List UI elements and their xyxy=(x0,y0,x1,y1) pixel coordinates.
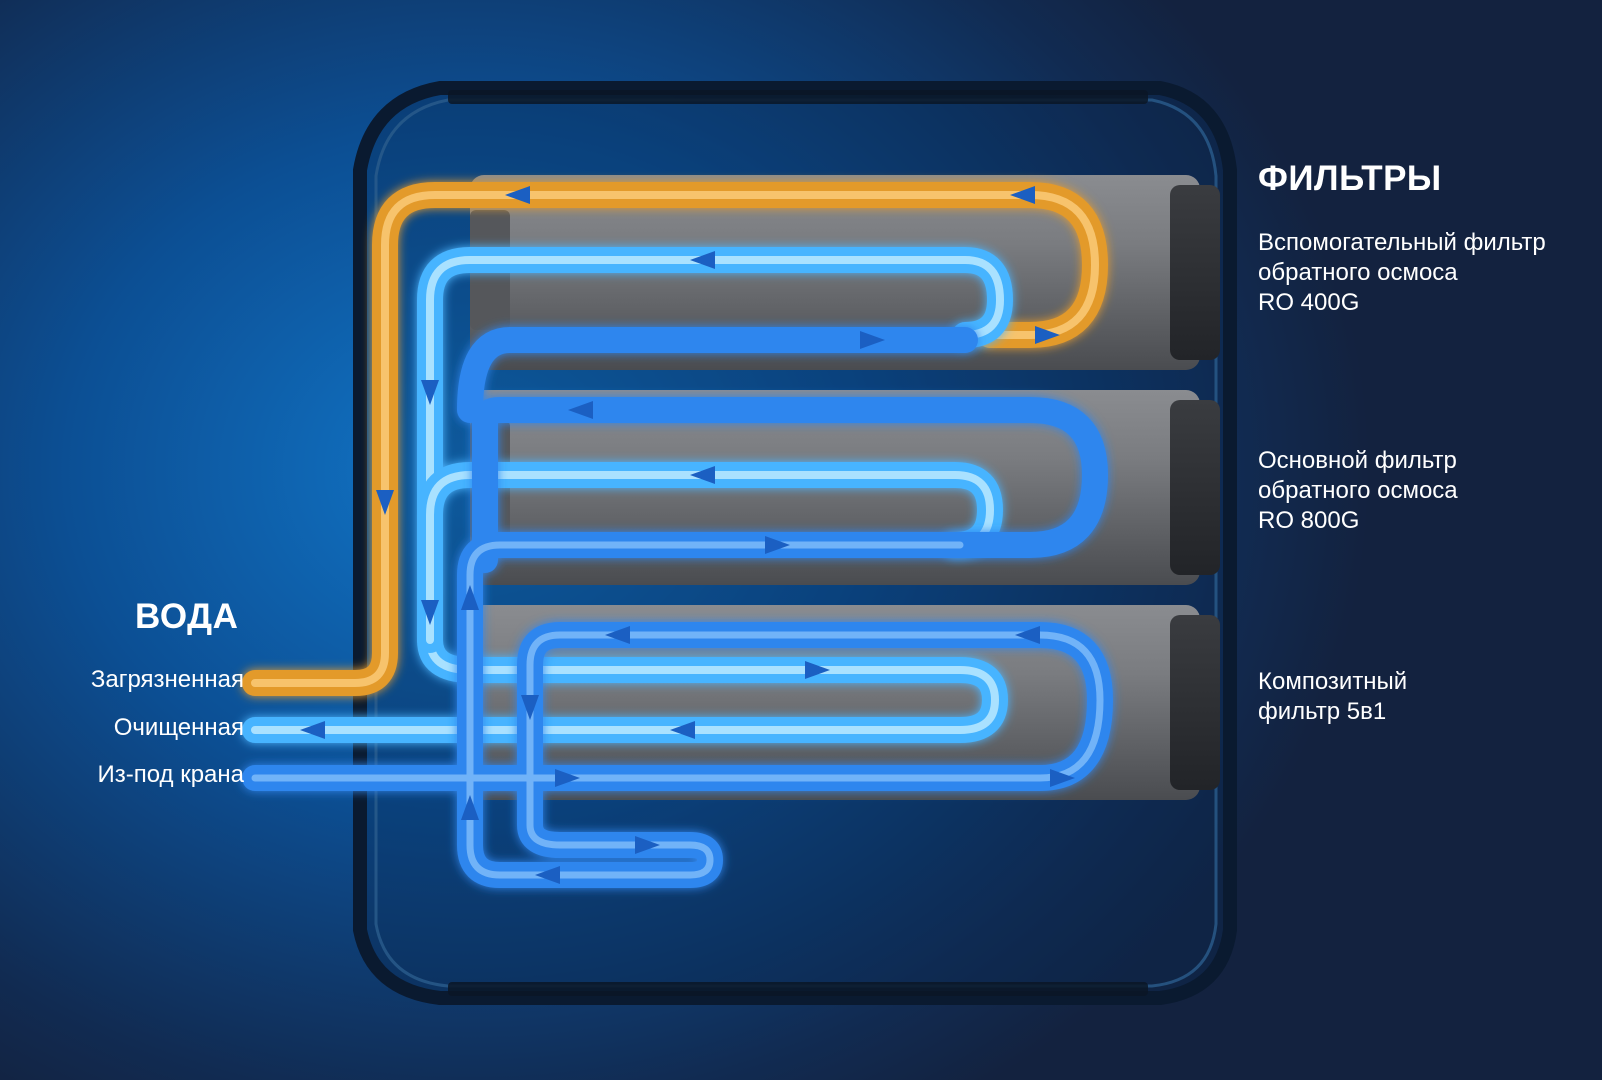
arrow-icon xyxy=(1035,326,1060,344)
arrow-icon xyxy=(300,721,325,739)
arrow-icon xyxy=(690,251,715,269)
tap-water-pipe xyxy=(242,327,1113,888)
water-heading: ВОДА xyxy=(135,597,239,636)
filters-heading: ФИЛЬТРЫ xyxy=(1258,159,1442,198)
arrow-icon xyxy=(555,769,580,787)
flow-arrows xyxy=(300,186,1075,884)
filter-desc-line: фильтр 5в1 xyxy=(1258,698,1387,725)
water-label-tap: Из-под крана xyxy=(97,761,244,788)
arrow-icon xyxy=(568,401,593,419)
arrow-icon xyxy=(765,536,790,554)
filter-desc-line: обратного осмоса xyxy=(1258,259,1458,286)
arrow-icon xyxy=(376,490,394,515)
arrow-icon xyxy=(505,186,530,204)
water-label-dirty: Загрязненная xyxy=(90,666,244,693)
water-label-clean: Очищенная xyxy=(113,714,244,741)
arrow-icon xyxy=(535,866,560,884)
arrow-icon xyxy=(461,585,479,610)
arrow-icon xyxy=(421,600,439,625)
arrow-icon xyxy=(1015,626,1040,644)
cartridge-5in1 xyxy=(470,605,1220,800)
arrow-icon xyxy=(521,695,539,720)
filter-desc-line: RO 800G xyxy=(1258,507,1360,534)
filter-desc-line: обратного осмоса xyxy=(1258,477,1458,504)
arrow-icon xyxy=(860,331,885,349)
arrow-icon xyxy=(670,721,695,739)
filter-desc-ro400: Вспомогательный фильтр обратного осмоса … xyxy=(1258,228,1546,318)
filter-desc-ro800: Основной фильтр обратного осмоса RO 800G xyxy=(1258,446,1458,536)
filter-desc-line: RO 400G xyxy=(1258,289,1360,316)
arrow-icon xyxy=(1050,769,1075,787)
filter-desc-line: Вспомогательный фильтр xyxy=(1258,229,1546,256)
filter-desc-line: Композитный xyxy=(1258,668,1408,695)
arrow-icon xyxy=(690,466,715,484)
arrow-icon xyxy=(605,626,630,644)
arrow-icon xyxy=(805,661,830,679)
arrow-icon xyxy=(421,380,439,405)
filter-desc-5in1: Композитный фильтр 5в1 xyxy=(1258,667,1407,727)
filter-desc-line: Основной фильтр xyxy=(1258,447,1457,474)
dirty-water-pipe xyxy=(242,182,1108,696)
arrow-icon xyxy=(461,795,479,820)
arrow-icon xyxy=(1010,186,1035,204)
arrow-icon xyxy=(635,836,660,854)
